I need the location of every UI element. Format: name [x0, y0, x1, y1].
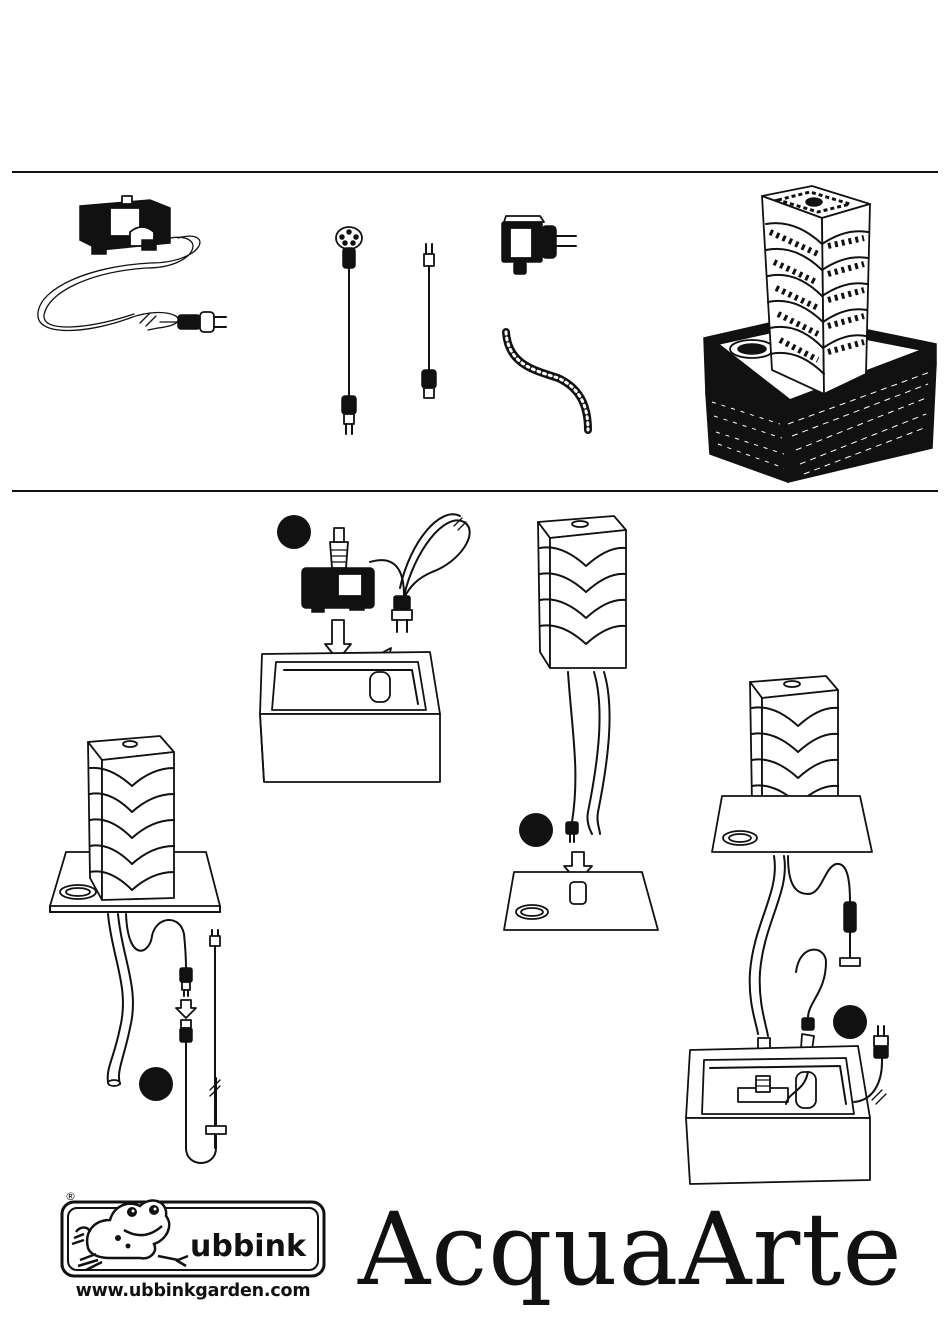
website-url[interactable]: www.ubbinkgarden.com	[58, 1281, 328, 1301]
product-title: AcquaArte	[358, 1200, 903, 1300]
middle-divider	[12, 490, 938, 492]
step-1-illustration	[40, 728, 270, 1178]
top-divider	[12, 171, 938, 173]
hose-part-icon	[498, 326, 598, 434]
step-1-marker	[138, 1066, 174, 1102]
step-3-illustration	[500, 512, 670, 932]
brand-name: ubbink	[190, 1229, 307, 1264]
step-3-marker	[518, 812, 554, 848]
fountain-assembled-icon	[700, 184, 940, 484]
extension-cable-part-icon	[414, 242, 444, 402]
led-light-part-icon	[328, 226, 370, 438]
step-4-marker	[832, 1004, 868, 1040]
pump-part-icon	[30, 188, 250, 348]
transformer-part-icon	[496, 212, 586, 278]
ubbink-frog-logo: ubbink	[58, 1186, 330, 1280]
step-4-illustration	[676, 672, 906, 1192]
step-2-illustration	[254, 512, 474, 788]
